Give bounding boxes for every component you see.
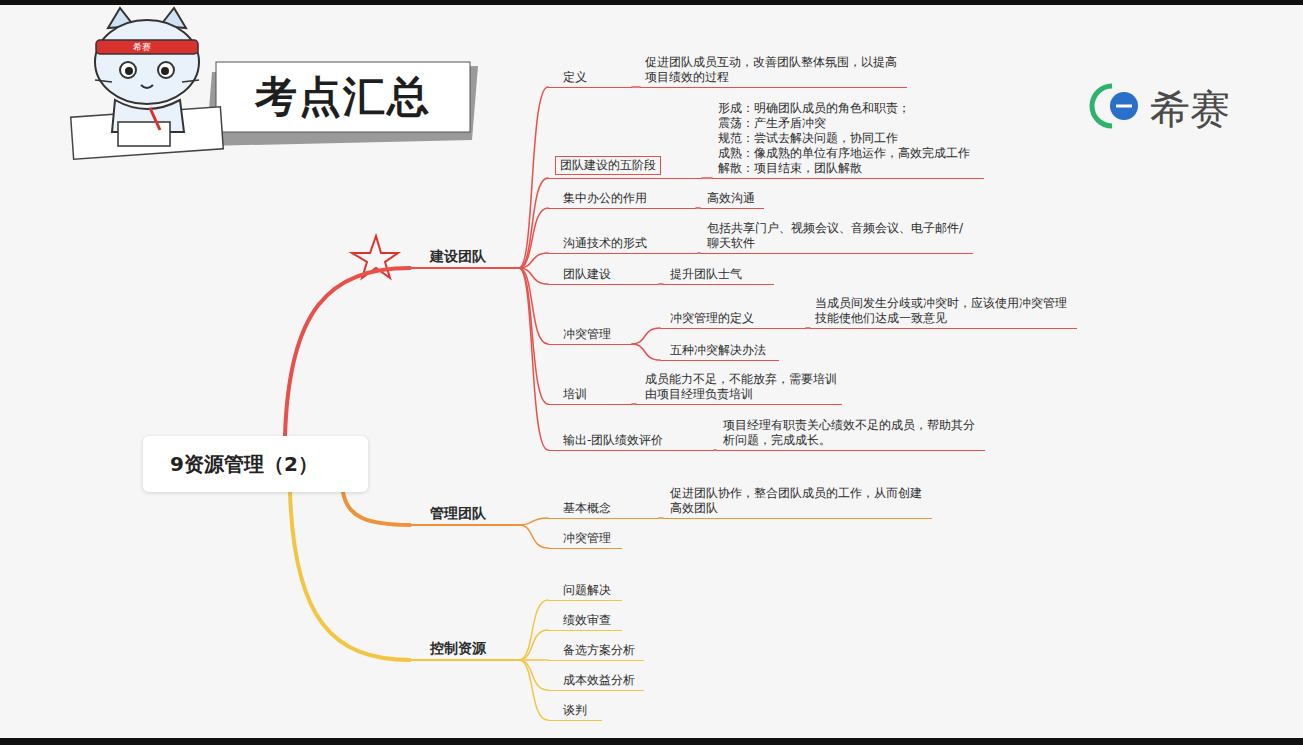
branch-line <box>519 268 548 450</box>
topic-node: 高效沟通 <box>700 191 764 209</box>
branch-line <box>519 87 548 268</box>
root-topic: 9资源管理（2） <box>143 436 368 492</box>
topic-node: 输出-团队绩效评价 <box>548 433 714 451</box>
topic-text: 谈判 <box>563 703 602 718</box>
topic-node: 建设团队 <box>410 248 519 269</box>
topic-text: 定义 <box>563 70 632 85</box>
branch-line <box>519 178 548 268</box>
topic-node: 促进团队协作，整合团队成员的工作，从而创建高效团队 <box>663 486 932 519</box>
branch-line <box>290 492 410 660</box>
topic-node: 形成：明确团队成员的角色和职责；震荡：产生矛盾冲突规范：尝试去解决问题，协同工作… <box>712 101 984 179</box>
headband-text: 希赛 <box>133 41 151 53</box>
topic-text: 规范：尝试去解决问题，协同工作 <box>718 131 980 146</box>
topic-node: 定义 <box>548 70 632 88</box>
branch-line <box>519 525 548 548</box>
topic-text: 高效沟通 <box>707 191 764 206</box>
topic-node: 包括共享门户、视频会议、音频会议、电子邮件/聊天软件 <box>700 221 973 254</box>
topic-text: 冲突管理 <box>563 531 622 546</box>
topic-text: 团队建设的五阶段 <box>555 156 661 175</box>
topic-text: 冲突管理的定义 <box>670 311 806 326</box>
banner-box <box>216 62 470 132</box>
topic-node: 问题解决 <box>548 583 622 601</box>
topic-node: 基本概念 <box>548 501 659 519</box>
topic-node: 管理团队 <box>410 505 519 526</box>
topic-text: 沟通技术的形式 <box>563 236 698 251</box>
topic-node: 当成员间发生分歧或冲突时，应该使用冲突管理技能使他们达成一致意见 <box>810 296 1077 329</box>
branch-line <box>632 86 640 88</box>
topic-text: 震荡：产生矛盾冲突 <box>718 116 980 131</box>
topic-text: 成本效益分析 <box>563 673 644 688</box>
topic-node: 成本效益分析 <box>548 673 644 691</box>
topic-text: 促进团队协作，整合团队成员的工作，从而创建高效团队 <box>670 486 928 516</box>
logo-icon <box>1092 86 1138 126</box>
topic-text: 形成：明确团队成员的角色和职责； <box>718 101 980 116</box>
topic-text: 由项目经理负责培训 <box>645 387 842 402</box>
branch-line <box>519 630 548 660</box>
topic-text: 建设团队 <box>430 248 519 265</box>
branch-line <box>632 328 660 344</box>
topic-text: 项目经理有职责关心绩效不足的成员，帮助其分析问题，完成成长。 <box>723 418 981 448</box>
topic-text: 问题解决 <box>563 583 622 598</box>
branch-line <box>519 253 548 268</box>
topic-node: 团队建设 <box>548 267 659 285</box>
topic-node: 绩效审查 <box>548 613 622 631</box>
topic-text: 控制资源 <box>430 640 519 657</box>
branch-line <box>343 492 410 525</box>
topic-text: 输出-团队绩效评价 <box>563 433 714 448</box>
topic-node: 五种冲突解决办法 <box>660 343 779 361</box>
branch-line <box>702 177 712 179</box>
topic-node: 控制资源 <box>410 640 519 661</box>
logo-text: 希赛 <box>1150 82 1230 137</box>
topic-text: 解散：项目结束，团队解散 <box>718 161 980 176</box>
branch-line <box>519 208 548 268</box>
topic-text: 管理团队 <box>430 505 519 522</box>
topic-text: 绩效审查 <box>563 613 622 628</box>
topic-node: 沟通技术的形式 <box>548 236 698 254</box>
topic-text: 集中办公的作用 <box>563 191 696 206</box>
branch-line <box>519 660 548 720</box>
top-bar <box>0 0 1303 5</box>
topic-text: 9资源管理（2） <box>170 451 318 478</box>
topic-node: 集中办公的作用 <box>548 191 696 209</box>
topic-node: 备选方案分析 <box>548 643 644 661</box>
topic-text: 培训 <box>563 387 632 402</box>
topic-node: 成员能力不足，不能放弃，需要培训由项目经理负责培训 <box>636 372 842 405</box>
branch-line <box>519 600 548 660</box>
topic-text: 包括共享门户、视频会议、音频会议、电子邮件/聊天软件 <box>707 221 969 251</box>
topic-text: 提升团队士气 <box>670 267 774 282</box>
topic-text: 备选方案分析 <box>563 643 644 658</box>
branch-line <box>632 344 660 360</box>
topic-text: 当成员间发生分歧或冲突时，应该使用冲突管理技能使他们达成一致意见 <box>815 296 1073 326</box>
topic-node: 提升团队士气 <box>663 267 774 285</box>
branch-line <box>519 660 548 690</box>
branch-line <box>519 518 548 525</box>
bottom-bar <box>0 738 1303 745</box>
topic-text: 基本概念 <box>563 501 659 516</box>
topic-node: 培训 <box>548 387 632 405</box>
branch-line <box>285 268 410 436</box>
cat-mascot <box>71 8 224 159</box>
topic-node: 项目经理有职责关心绩效不足的成员，帮助其分析问题，完成成长。 <box>716 418 985 451</box>
topic-text: 成熟：像成熟的单位有序地运作，高效完成工作 <box>718 146 980 161</box>
topic-node: 促进团队成员互动，改善团队整体氛围，以提高项目绩效的过程 <box>640 55 907 88</box>
topic-text: 冲突管理 <box>563 327 632 342</box>
topic-node: 冲突管理的定义 <box>660 311 806 329</box>
title-text: 考点汇总 <box>216 62 470 132</box>
topic-node: 谈判 <box>548 703 602 721</box>
topic-text: 五种冲突解决办法 <box>670 343 779 358</box>
topic-node: 团队建设的五阶段 <box>548 154 702 179</box>
topic-node: 冲突管理 <box>548 327 632 345</box>
topic-text: 促进团队成员互动，改善团队整体氛围，以提高项目绩效的过程 <box>645 55 903 85</box>
topic-text: 团队建设 <box>563 267 659 282</box>
branch-line <box>519 268 548 344</box>
topic-node: 冲突管理 <box>548 531 622 549</box>
topic-text: 成员能力不足，不能放弃，需要培训 <box>645 372 842 387</box>
